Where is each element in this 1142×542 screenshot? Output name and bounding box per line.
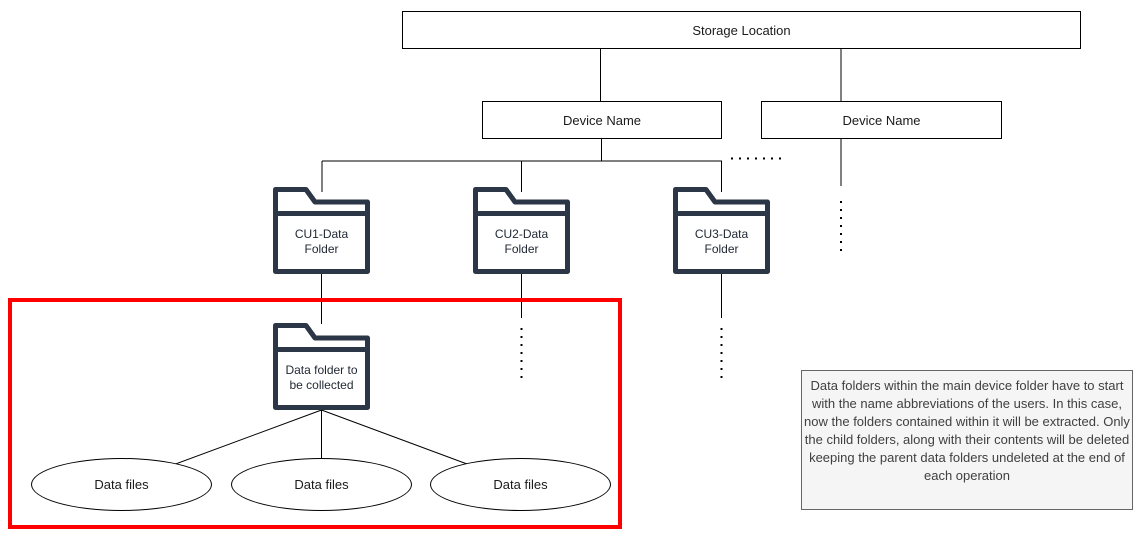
folder-cu1-label: CU1-Data Folder (294, 227, 349, 256)
folder-icon (473, 187, 570, 274)
data-files-label-2: Data files (294, 477, 349, 492)
folder-icon (273, 323, 370, 410)
storage-location-box: Storage Location (402, 11, 1081, 49)
connector-device1-folders (321, 139, 722, 192)
data-files-label-1: Data files (94, 477, 149, 492)
device-name-box-1: Device Name (482, 101, 722, 139)
folder-cu2: CU2-Data Folder (473, 186, 570, 274)
folder-cu2-label: CU2-Data Folder (494, 227, 549, 256)
note-text: Data folders within the main device fold… (804, 378, 1130, 483)
folder-cu3: CU3-Data Folder (673, 186, 770, 274)
data-files-ellipse-2: Data files (231, 458, 412, 511)
folder-cu3-label: CU3-Data Folder (694, 227, 749, 256)
folder-icon (273, 187, 370, 274)
storage-location-label: Storage Location (692, 22, 791, 38)
folder-collected: Data folder to be collected (273, 322, 370, 410)
device-name-box-2: Device Name (761, 101, 1002, 139)
data-files-ellipse-1: Data files (31, 458, 212, 511)
folder-collected-label: Data folder to be collected (285, 363, 358, 392)
device-name-label-2: Device Name (842, 112, 921, 128)
folder-cu1: CU1-Data Folder (273, 186, 370, 274)
data-files-ellipse-3: Data files (430, 458, 611, 511)
note-box: Data folders within the main device fold… (801, 370, 1133, 510)
folder-icon (673, 187, 770, 274)
data-files-label-3: Data files (493, 477, 548, 492)
device-name-label-1: Device Name (562, 112, 642, 128)
